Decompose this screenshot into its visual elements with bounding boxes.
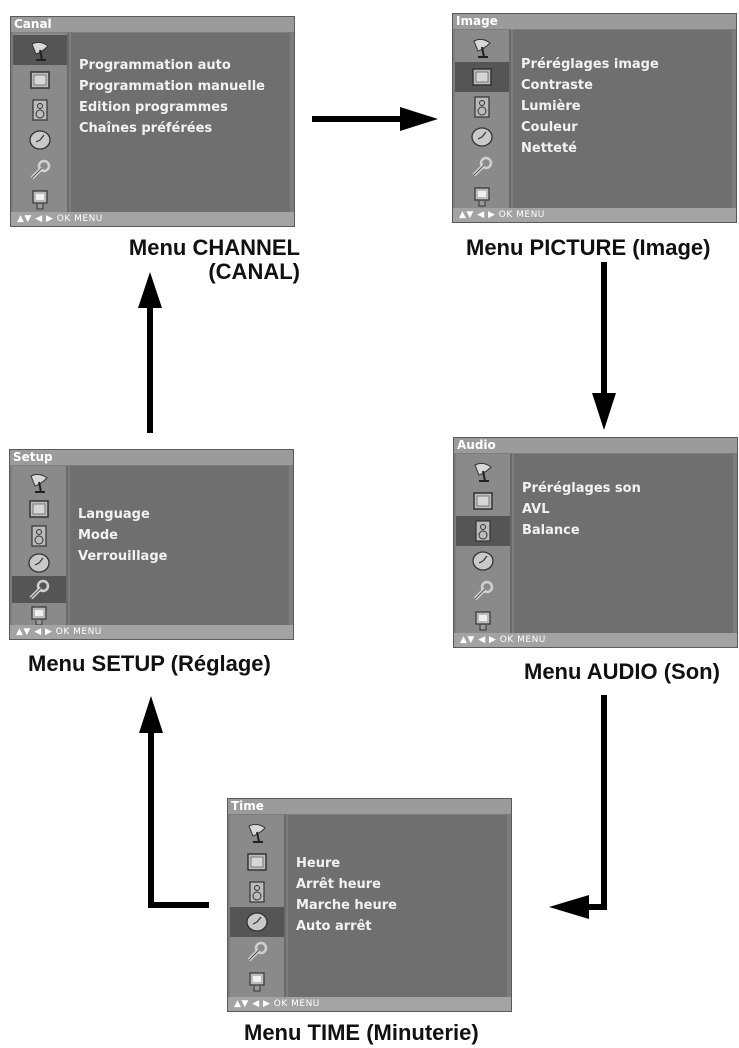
- clock-icon: [456, 546, 510, 576]
- caption-line: Menu CHANNEL: [128, 235, 300, 260]
- picture-menu-screen: Image Préréglages image Contraste Lumièr…: [452, 13, 737, 223]
- channel-icon-column: [13, 33, 69, 212]
- picture-icon: [456, 486, 510, 516]
- menu-item[interactable]: Contraste: [521, 78, 593, 93]
- menu-item[interactable]: Balance: [522, 523, 580, 538]
- clock-icon: [455, 122, 509, 152]
- menu-item[interactable]: Edition programmes: [79, 100, 228, 115]
- clock-icon: [230, 907, 284, 937]
- menu-item[interactable]: Auto arrêt: [296, 919, 372, 934]
- time-menu-screen: Time Heure Arrêt heure Marche heure Auto…: [227, 798, 512, 1012]
- arrow-channel-to-picture: [312, 107, 438, 131]
- arrow-time-to-setup: [139, 696, 209, 908]
- picture-icon-column: [455, 30, 511, 208]
- audio-menu-caption: Menu AUDIO (Son): [524, 659, 720, 684]
- time-menu-title: Time: [228, 799, 511, 814]
- arrow-audio-to-time: [549, 695, 607, 919]
- satellite-icon: [230, 817, 284, 847]
- time-menu-content: Heure Arrêt heure Marche heure Auto arrê…: [288, 815, 507, 997]
- clock-icon: [12, 549, 66, 576]
- arrow-setup-to-channel: [138, 272, 162, 433]
- wrench-icon: [230, 937, 284, 967]
- time-icon-column: [230, 815, 286, 997]
- audio-menu-title: Audio: [454, 438, 737, 453]
- menu-item[interactable]: Mode: [78, 528, 118, 543]
- menu-item[interactable]: Marche heure: [296, 898, 397, 913]
- channel-menu-content: Programmation auto Programmation manuell…: [71, 33, 290, 212]
- menu-item[interactable]: Heure: [296, 856, 341, 871]
- menu-item[interactable]: Verrouillage: [78, 549, 168, 564]
- menu-item[interactable]: Chaînes préférées: [79, 121, 213, 136]
- audio-icon-column: [456, 454, 512, 633]
- menu-item[interactable]: Arrêt heure: [296, 877, 381, 892]
- speaker-icon: [230, 877, 284, 907]
- menu-item[interactable]: Netteté: [521, 141, 577, 156]
- picture-menu-content: Préréglages image Contraste Lumière Coul…: [513, 30, 732, 208]
- wrench-icon: [12, 576, 66, 603]
- time-menu-caption: Menu TIME (Minuterie): [244, 1020, 479, 1045]
- setup-icon-column: [12, 466, 68, 627]
- picture-icon: [230, 847, 284, 877]
- speaker-icon: [456, 516, 510, 546]
- wrench-icon: [13, 155, 67, 185]
- setup-menu-title: Setup: [10, 450, 293, 465]
- menu-item[interactable]: Programmation auto: [79, 58, 231, 73]
- menu-item[interactable]: Couleur: [521, 120, 578, 135]
- speaker-icon: [12, 522, 66, 549]
- audio-menu-content: Préréglages son AVL Balance: [514, 454, 733, 633]
- speaker-icon: [455, 92, 509, 122]
- menu-item[interactable]: AVL: [522, 502, 550, 517]
- arrow-picture-to-audio: [592, 262, 616, 430]
- satellite-icon: [455, 32, 509, 62]
- picture-icon: [13, 65, 67, 95]
- channel-menu-caption: Menu CHANNEL (CANAL): [110, 236, 300, 284]
- pc-icon: [12, 603, 66, 627]
- pc-icon: [230, 967, 284, 997]
- satellite-icon: [12, 468, 66, 495]
- footer-hint: ▲▼ ◀ ▶ OK MENU: [10, 625, 293, 639]
- footer-hint: ▲▼ ◀ ▶ OK MENU: [454, 633, 737, 647]
- satellite-icon: [456, 456, 510, 486]
- footer-hint: ▲▼ ◀ ▶ OK MENU: [11, 212, 294, 226]
- picture-menu-title: Image: [453, 14, 736, 29]
- setup-menu-caption: Menu SETUP (Réglage): [28, 651, 271, 676]
- channel-menu-title: Canal: [11, 17, 294, 32]
- wrench-icon: [455, 152, 509, 182]
- setup-menu-screen: Setup Language Mode Verrouillage ▲▼ ◀ ▶ …: [9, 449, 294, 640]
- picture-icon: [12, 495, 66, 522]
- picture-icon: [455, 62, 509, 92]
- pc-icon: [456, 606, 510, 636]
- audio-menu-screen: Audio Préréglages son AVL Balance ▲▼ ◀ ▶…: [453, 437, 738, 648]
- pc-icon: [13, 185, 67, 215]
- footer-hint: ▲▼ ◀ ▶ OK MENU: [453, 208, 736, 222]
- wrench-icon: [456, 576, 510, 606]
- picture-menu-caption: Menu PICTURE (Image): [466, 235, 711, 260]
- satellite-icon: [13, 35, 67, 65]
- menu-item[interactable]: Language: [78, 507, 150, 522]
- menu-item[interactable]: Préréglages image: [521, 57, 659, 72]
- menu-item[interactable]: Préréglages son: [522, 481, 641, 496]
- speaker-icon: [13, 95, 67, 125]
- setup-menu-content: Language Mode Verrouillage: [70, 466, 289, 625]
- menu-item[interactable]: Programmation manuelle: [79, 79, 265, 94]
- caption-line: (CANAL): [208, 259, 300, 284]
- channel-menu-screen: Canal Programmation auto Programmation m…: [10, 16, 295, 227]
- clock-icon: [13, 125, 67, 155]
- menu-item[interactable]: Lumière: [521, 99, 581, 114]
- footer-hint: ▲▼ ◀ ▶ OK MENU: [228, 997, 511, 1011]
